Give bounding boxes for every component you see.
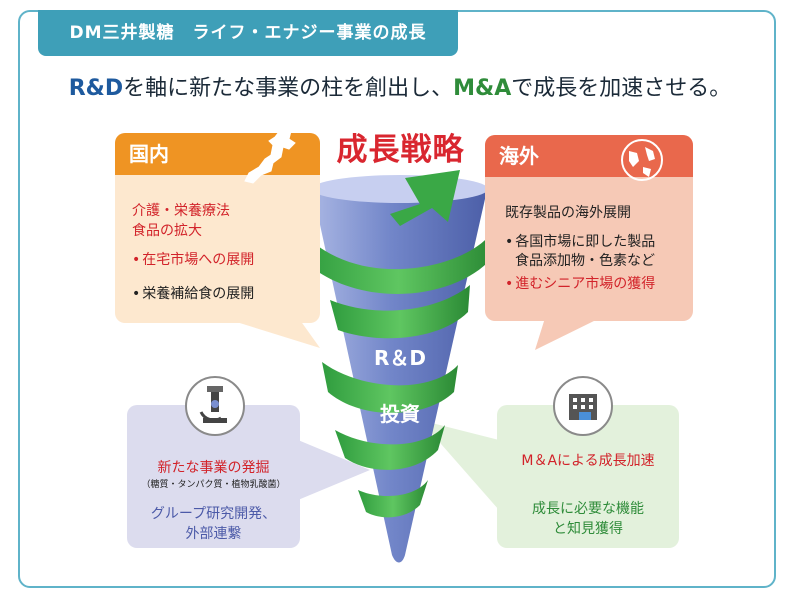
overseas-pointer — [535, 318, 600, 350]
overseas-title: 海外 — [485, 135, 693, 177]
overseas-item2: 進むシニア市場の獲得 — [505, 273, 655, 293]
ribbon-band-4 — [335, 425, 445, 470]
research-sub: （糖質・タンパク質・植物乳酸菌） — [141, 480, 286, 490]
domestic-item1-line1: 介護・栄養療法 — [132, 203, 230, 219]
rd-label: R＆D — [373, 346, 426, 370]
building-icon — [553, 376, 613, 436]
domestic-item3: 栄養補給食の展開 — [132, 283, 254, 303]
headline-text-1: を軸に新たな事業の柱を創出し、 — [123, 76, 454, 101]
ma-title: M＆Aによる成長加速 — [521, 453, 655, 469]
microscope-icon — [185, 376, 245, 436]
investment-label: 投資 — [380, 402, 420, 426]
page-title: DM三井製糖 ライフ・エナジー事業の成長 — [38, 10, 458, 56]
research-pointer — [298, 440, 370, 500]
ribbon-band-5 — [358, 480, 428, 518]
ribbon-arrow — [390, 170, 460, 226]
research-line1: グループ研究開発、 — [150, 506, 277, 522]
japan-map-icon — [244, 128, 296, 184]
globe-icon — [621, 139, 663, 181]
cone-top — [312, 175, 488, 203]
overseas-box: 海外 既存製品の海外展開 各国市場に即した製品 食品添加物・色素など 進むシニア… — [485, 135, 693, 321]
ribbon-band-3 — [322, 362, 458, 413]
ribbon-band-2 — [330, 285, 470, 339]
ma-line1: 成長に必要な機能 — [532, 501, 644, 517]
domestic-item2: 在宅市場への展開 — [132, 249, 254, 269]
growth-strategy-label: 成長戦略 — [336, 132, 465, 168]
ma-line2: と知見獲得 — [553, 521, 623, 537]
domestic-box: 国内 介護・栄養療法 食品の拡大 在宅市場への展開 栄養補給食の展開 — [115, 128, 320, 323]
domestic-item1-line2: 食品の拡大 — [132, 223, 202, 239]
headline-text-2: で成長を加速させる。 — [511, 76, 732, 101]
overseas-item1-line1: 各国市場に即した製品 — [505, 231, 655, 251]
ribbon-band-1 — [305, 235, 492, 294]
headline: R&Dを軸に新たな事業の柱を創出し、M&Aで成長を加速させる。 — [40, 70, 760, 102]
domestic-pointer — [230, 320, 320, 348]
overseas-item1-line2: 食品添加物・色素など — [515, 253, 655, 269]
headline-rd: R&D — [68, 76, 124, 101]
research-title: 新たな事業の発掘 — [157, 460, 270, 476]
headline-ma: M&A — [453, 76, 512, 101]
research-line2: 外部連繋 — [185, 526, 242, 542]
overseas-line1: 既存製品の海外展開 — [505, 205, 631, 221]
